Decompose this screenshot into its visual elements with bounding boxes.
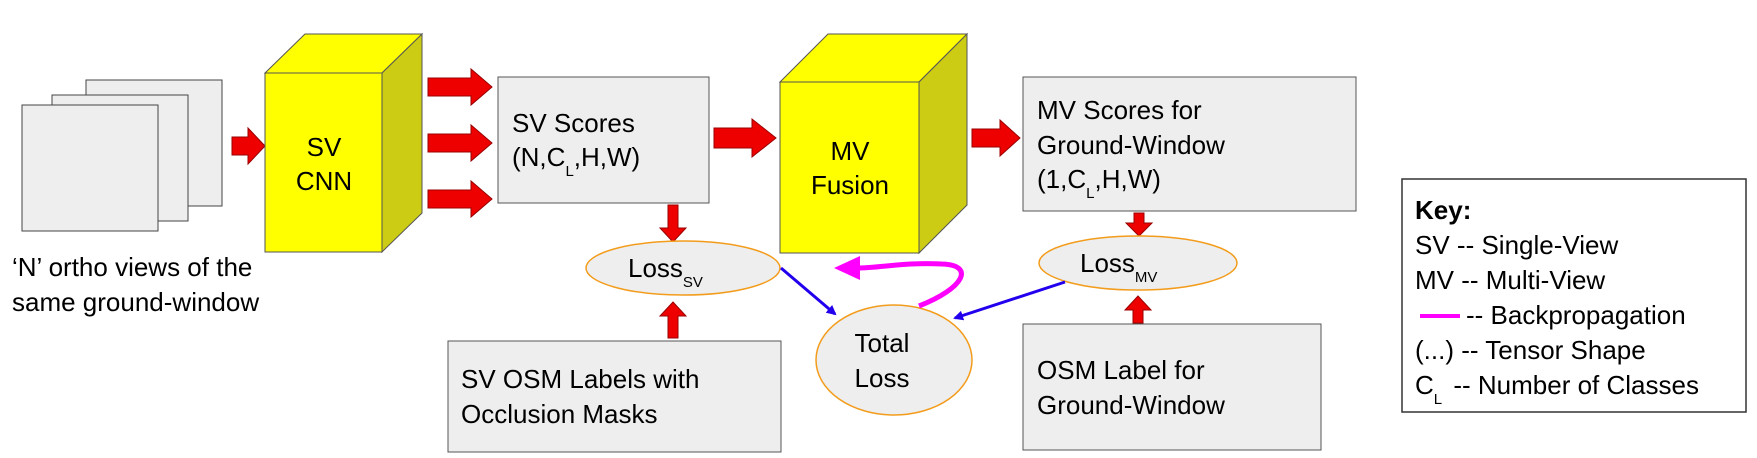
sv-scores-title: SV Scores [512, 108, 635, 138]
mv-scores-shape-prefix: (1,C [1037, 164, 1086, 194]
arrow-sv-cnn-to-scores-1 [427, 67, 493, 107]
key-classes: CL -- Number of Classes [1415, 370, 1699, 408]
key-tensor: (...) -- Tensor Shape [1415, 335, 1646, 365]
loss-sv-label: LossSV [628, 253, 703, 291]
arrow-input-to-sv-cnn [231, 126, 266, 166]
mv-fusion-label-line2: Fusion [811, 170, 889, 200]
loss-mv-base: Loss [1080, 248, 1135, 278]
sv-scores-shape-prefix: (N,C [512, 142, 565, 172]
backprop-curve [857, 261, 964, 309]
arrow-mv-fusion-to-scores [971, 118, 1021, 158]
backprop-arrowhead [834, 256, 860, 280]
sv-scores-shape-suffix: ,H,W) [574, 142, 640, 172]
sv-cnn-label-line1: SV [307, 132, 342, 162]
sv-scores-box [497, 76, 710, 204]
key-mv: MV -- Multi-View [1415, 265, 1605, 295]
sv-osm-labels-line2: Occlusion Masks [461, 399, 658, 429]
mv-fusion-cube-front [779, 81, 920, 254]
input-caption-line1: ‘N’ ortho views of the [12, 252, 252, 282]
total-loss-line2: Loss [855, 363, 910, 393]
sv-cnn-cube [263, 32, 424, 254]
loss-sv-sub: SV [683, 274, 703, 291]
mv-scores-line2: Ground-Window [1037, 130, 1225, 160]
arrow-sv-labels-to-loss-sv [658, 301, 688, 339]
arrow-loss-mv-to-total [953, 280, 1066, 321]
input-views-stack [21, 79, 223, 232]
mv-scores-line1: MV Scores for [1037, 95, 1202, 125]
arrow-sv-cnn-to-scores-3 [427, 179, 493, 219]
total-loss-line1: Total [855, 328, 910, 358]
arrow-scores-to-mv-fusion [713, 117, 777, 159]
arrow-sv-scores-to-loss-sv [658, 204, 688, 243]
key-classes-text: -- Number of Classes [1446, 370, 1699, 400]
loss-mv-sub: MV [1135, 269, 1158, 286]
sv-cnn-cube-front [264, 72, 383, 253]
loss-mv-label: LossMV [1080, 248, 1157, 286]
mv-scores-shape-sub: L [1086, 185, 1094, 202]
mv-scores-shape: (1,CL,H,W) [1037, 164, 1161, 202]
input-caption-line2: same ground-window [12, 287, 259, 317]
loss-sv-ellipse [585, 240, 781, 296]
mv-scores-box [1022, 76, 1357, 212]
key-title: Key: [1415, 195, 1471, 225]
sv-cnn-label-line2: CNN [296, 166, 352, 196]
loss-mv-ellipse [1038, 235, 1238, 291]
arrow-sv-cnn-to-scores-2 [427, 123, 493, 163]
arrow-mv-scores-to-loss-mv [1124, 212, 1154, 237]
loss-sv-base: Loss [628, 253, 683, 283]
mv-scores-shape-suffix: ,H,W) [1094, 164, 1160, 194]
mv-fusion-cube [778, 32, 969, 255]
key-backprop: -- Backpropagation [1466, 300, 1686, 330]
key-box [1401, 178, 1747, 413]
input-view-front [21, 104, 159, 232]
sv-scores-shape-sub: L [565, 163, 573, 180]
mv-osm-label-box [1022, 323, 1322, 451]
sv-cnn-cube-side [381, 32, 423, 254]
mv-osm-label-line2: Ground-Window [1037, 390, 1225, 420]
mv-fusion-label-line1: MV [831, 136, 871, 166]
sv-osm-labels-box [447, 340, 782, 453]
key-classes-sub: L [1434, 391, 1442, 408]
total-loss-ellipse [815, 304, 973, 416]
mv-osm-label-line1: OSM Label for [1037, 355, 1205, 385]
arrow-loss-sv-to-total [780, 266, 837, 316]
key-sv: SV -- Single-View [1415, 230, 1618, 260]
arrow-mv-label-to-loss-mv [1123, 295, 1153, 324]
key-classes-c: C [1415, 370, 1434, 400]
sv-scores-shape: (N,CL,H,W) [512, 142, 640, 180]
sv-osm-labels-line1: SV OSM Labels with [461, 364, 699, 394]
